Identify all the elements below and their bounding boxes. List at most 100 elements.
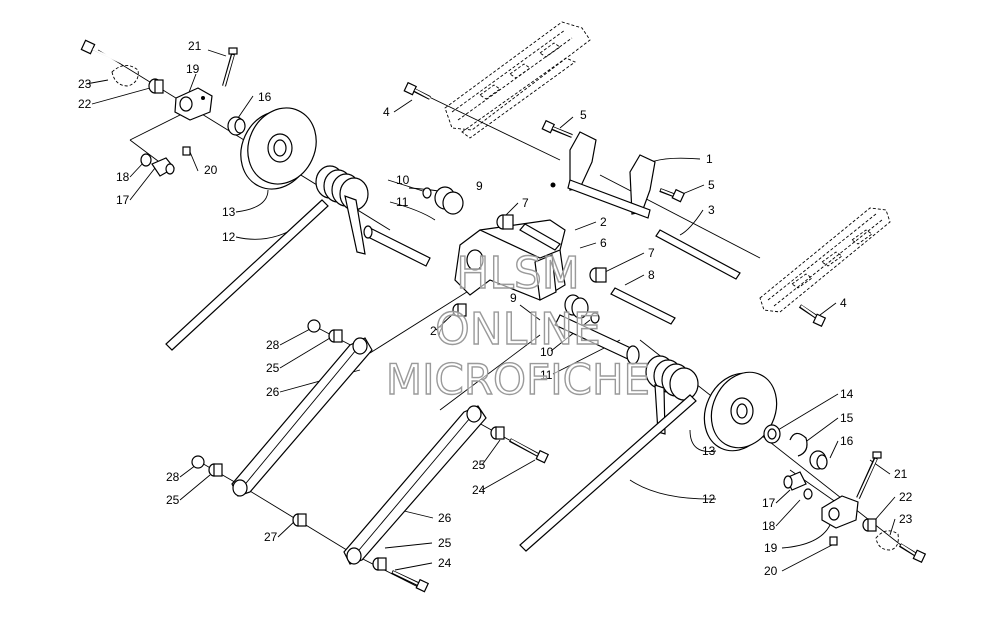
spring-12-left [165,165,369,351]
bushing-25-right-lower [372,557,387,571]
callout-5: 5 [708,178,715,192]
slide-rail-upper [444,21,591,139]
slide-rail-lower [759,207,891,313]
callout-22: 22 [899,490,913,504]
callout-27: 27 [430,324,444,338]
washer-18-left [140,153,152,167]
callout-28: 28 [166,470,180,484]
callout-18: 18 [762,519,776,533]
watermark-line-1: HLSM [456,248,580,299]
shaft-3 [655,229,741,280]
callout-9: 9 [510,291,517,305]
callout-11: 11 [396,195,409,209]
bolt-24-lower [391,570,430,593]
watermark-line-1-outline: HLSM [456,248,580,299]
callout-13: 13 [702,444,716,458]
callout-20: 20 [204,163,218,177]
callout-6: 6 [600,236,607,250]
callout-25: 25 [438,536,452,550]
ring-10-upper [422,187,432,199]
ring-10-lower [590,312,600,324]
bushing-27-lower [292,513,307,527]
bolt-21-right [856,451,882,499]
arm-26-left [231,337,373,497]
bushing-16-right [809,450,828,470]
bracket-1 [567,131,656,219]
bushing-left-small [148,78,164,94]
callout-9: 9 [476,179,483,193]
callout-18: 18 [116,170,130,184]
bushing-25-right-upper [490,426,505,440]
washer-18-right [803,488,813,500]
bushing-27-center [452,303,467,317]
snap-ring-15 [789,432,808,457]
callout-20: 20 [764,564,778,578]
bushing-25-lower-left [208,463,223,477]
bushing-25-upper [328,329,343,343]
spring-12-right [519,355,699,552]
bushing-9-upper [434,186,464,215]
callout-21: 21 [894,467,908,481]
callout-23: 23 [899,512,913,526]
arm-26-right [343,405,487,565]
pin-2 [550,182,556,188]
wheel-13-right [703,371,778,452]
callout-25: 25 [166,493,180,507]
setscrew-20-right [829,536,838,546]
bolt-4-lower [798,304,827,328]
callout-16: 16 [840,434,854,448]
callout-21: 21 [188,39,202,53]
callout-2: 2 [600,215,607,229]
callout-7: 7 [522,196,529,210]
bushing-28-upper [307,319,321,333]
callout-17: 17 [762,496,776,510]
bolt-24-upper [509,438,550,464]
bushing-22-right [862,518,877,532]
watermark-line-2: ONLINE [435,304,601,355]
callout-12: 12 [222,230,236,244]
bolt-23-right [898,543,927,564]
callout-25: 25 [266,361,280,375]
bolt-5-lower [659,188,686,203]
callout-26: 26 [266,385,280,399]
callout-24: 24 [472,483,486,497]
setscrew-20-left [182,146,191,156]
watermark-line-3-outline: MICROFICHE [386,355,650,404]
callout-10: 10 [396,173,410,187]
callout-28: 28 [266,338,280,352]
callout-17: 17 [116,193,130,207]
bushing-17-right [783,471,807,491]
callout-1: 1 [706,152,713,166]
bushing-7-upper [496,214,514,230]
callout-23: 23 [78,77,92,91]
callout-4: 4 [840,296,847,310]
callout-13: 13 [222,205,236,219]
callout-22: 22 [78,97,92,111]
callout-14: 14 [840,387,854,401]
washer-23-right [875,530,899,551]
washer-22-left [111,65,139,87]
bolt-23-left [80,39,121,63]
watermark-line-2-outline: ONLINE [435,304,601,355]
callout-15: 15 [840,411,854,425]
callout-27: 27 [264,530,278,544]
bushing-17-left [151,157,175,177]
callout-10: 10 [540,345,554,359]
callout-16: 16 [258,90,272,104]
callout-19: 19 [764,541,778,555]
bolt-21-left [222,47,238,87]
callout-7: 7 [648,246,655,260]
callout-labels: 23 22 19 21 16 18 17 20 13 12 4 5 1 5 3 … [78,39,913,578]
bearing-14 [763,424,781,444]
bracket-19-left [174,87,213,121]
bushing-9-lower [564,294,589,319]
watermark-line-3: MICROFICHE [386,355,650,404]
bolt-5-upper [541,119,573,138]
callout-26: 26 [438,511,452,525]
shaft-11-lower [554,314,640,365]
callout-12: 12 [702,492,716,506]
sleeve-6 [519,223,561,251]
bushing-28-lower [191,455,205,469]
bolt-4-upper [403,81,431,100]
